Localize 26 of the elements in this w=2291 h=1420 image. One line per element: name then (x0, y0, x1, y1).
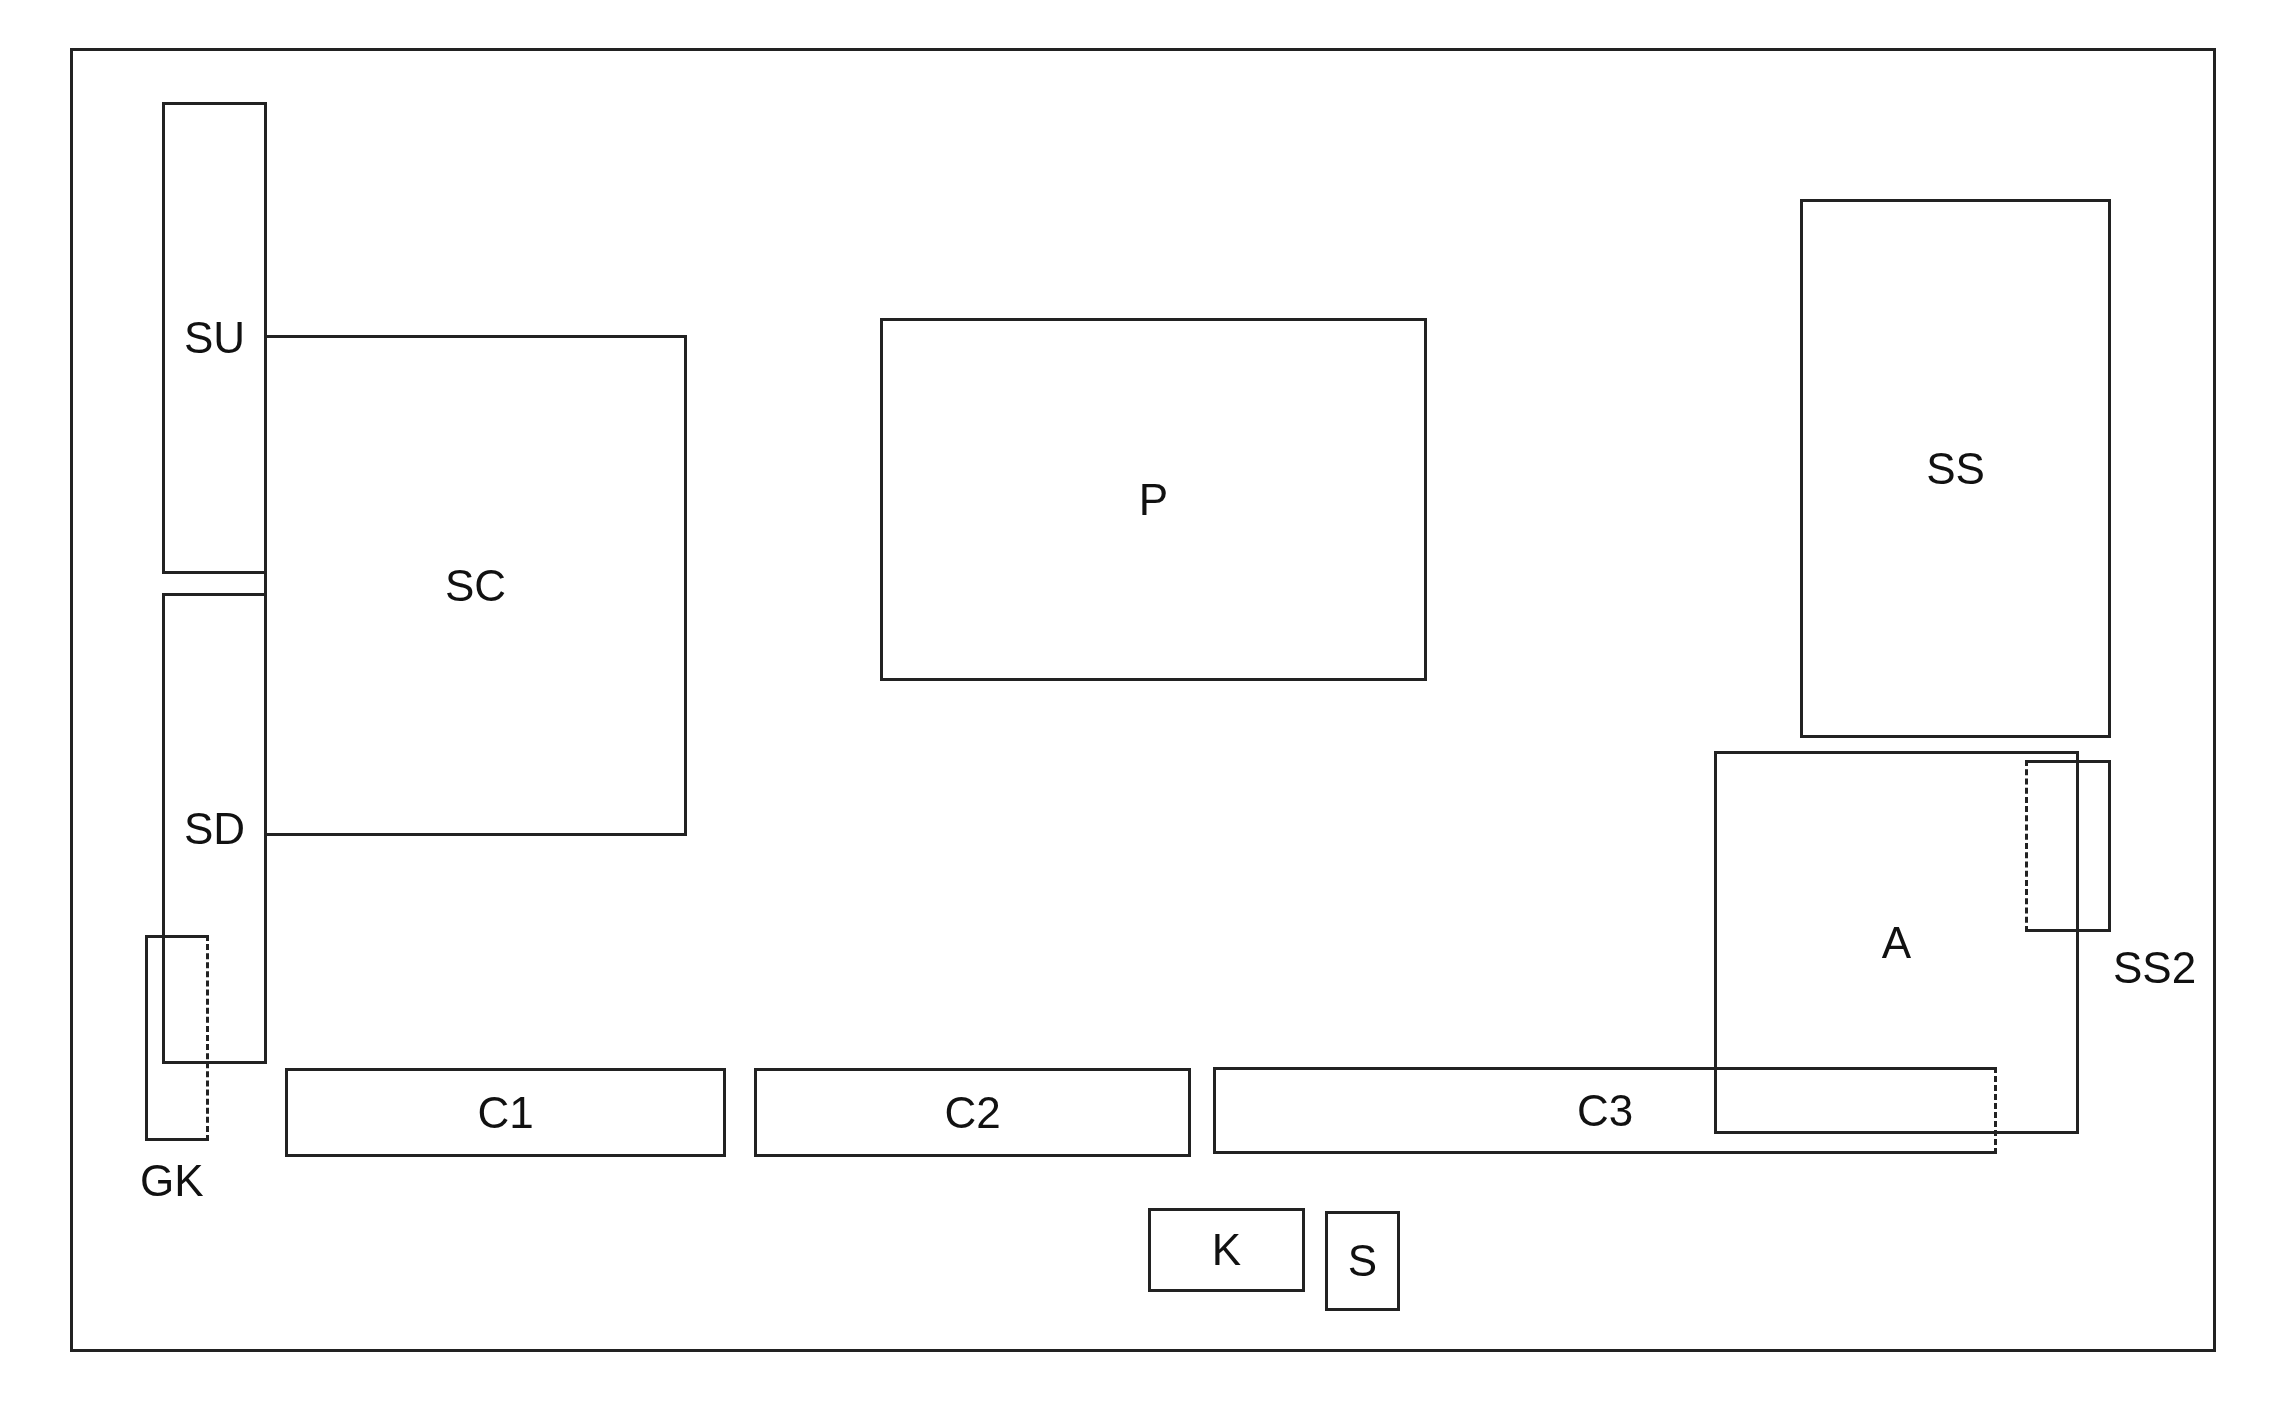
component-box (162, 102, 267, 574)
component-label: C1 (477, 1090, 534, 1135)
component-box (162, 593, 267, 1064)
component-box (1800, 199, 2111, 738)
component-label: SC (444, 563, 507, 608)
component-label: P (1138, 477, 1169, 522)
component-label: C3 (1576, 1088, 1634, 1133)
component-box (1213, 1067, 1997, 1154)
component-box (2025, 760, 2111, 932)
component-box (880, 318, 1427, 681)
component-label: SD (183, 806, 246, 851)
component-box (754, 1068, 1191, 1157)
component-box (1325, 1211, 1400, 1311)
component-label: S (1347, 1239, 1378, 1283)
component-label: SS2 (2113, 946, 2197, 990)
component-box (145, 935, 209, 1141)
component-label: C2 (944, 1090, 1001, 1135)
component-label: GK (139, 1159, 204, 1203)
component-label: K (1211, 1228, 1242, 1272)
component-label: SU (183, 316, 246, 360)
component-box (264, 335, 687, 836)
component-box (1148, 1208, 1305, 1292)
component-label: A (1881, 920, 1912, 965)
component-box (285, 1068, 726, 1157)
component-box (1714, 751, 2079, 1134)
component-label: SS (1926, 446, 1985, 491)
